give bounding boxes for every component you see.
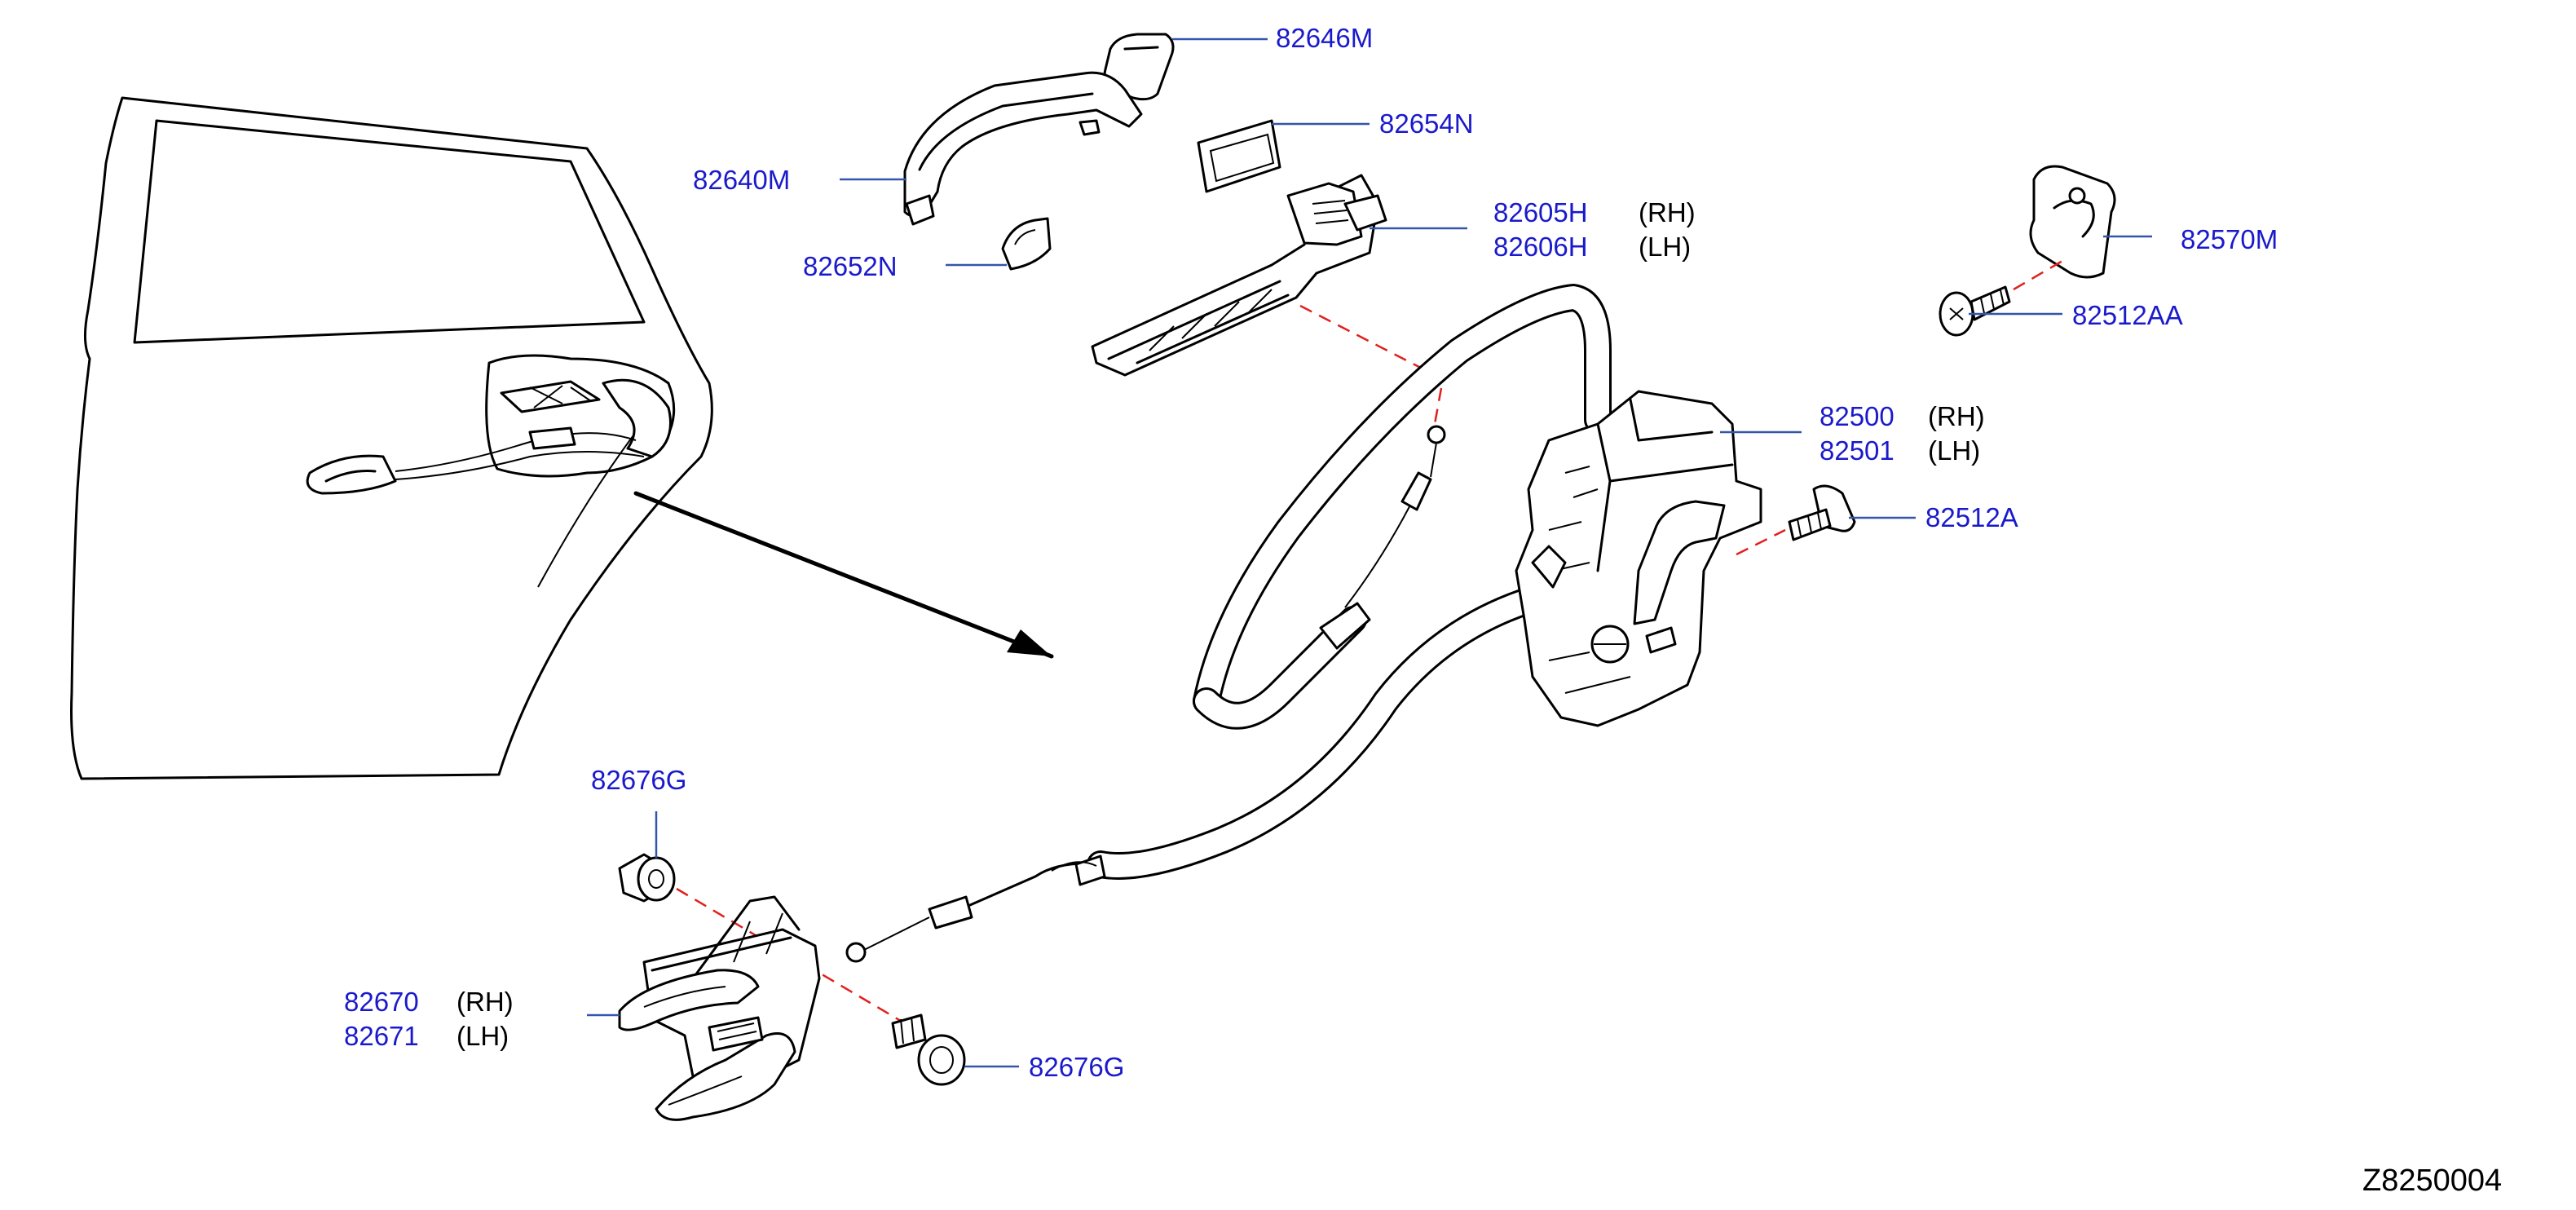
- part-label-82606H: 82606H: [1493, 232, 1588, 262]
- part-label-82570M: 82570M: [2181, 224, 2278, 254]
- part-label-82512AA: 82512AA: [2072, 300, 2183, 330]
- part-side-82605H: (RH): [1639, 197, 1696, 227]
- part-label-82676G-clip: 82676G: [591, 765, 686, 795]
- part-82670-drawing: [587, 895, 821, 1121]
- part-side-82500: (RH): [1928, 401, 1985, 431]
- cable-assembly-drawing: [845, 284, 1612, 963]
- part-label-82501: 82501: [1820, 435, 1895, 466]
- part-82512A-drawing: [1788, 484, 1916, 541]
- part-side-82606H: (LH): [1639, 232, 1691, 262]
- part-side-82671: (LH): [457, 1021, 509, 1051]
- part-82652N-drawing: [946, 217, 1052, 271]
- part-label-82500: 82500: [1820, 401, 1895, 431]
- part-82605H-drawing: [1091, 174, 1467, 425]
- part-label-82654N: 82654N: [1379, 108, 1474, 139]
- part-side-82501: (LH): [1928, 435, 1980, 466]
- part-labels: 82646M 82654N 82640M 82652N 82605H (RH) …: [344, 23, 2502, 1198]
- part-82640M-drawing: [840, 71, 1143, 226]
- door-handle-assembly-inset: [306, 354, 676, 495]
- part-side-82670: (RH): [457, 987, 514, 1017]
- part-82676G-screw-drawing: [891, 1013, 1019, 1086]
- part-label-82671: 82671: [344, 1021, 419, 1051]
- part-label-82646M: 82646M: [1276, 23, 1373, 53]
- part-label-82676G-screw: 82676G: [1029, 1052, 1124, 1082]
- part-label-82605H: 82605H: [1493, 197, 1588, 227]
- part-82570M-drawing: [2029, 165, 2152, 279]
- part-82676G-clip-drawing: [618, 811, 906, 1025]
- part-label-82652N: 82652N: [803, 251, 898, 281]
- rear-door-illustration: [70, 96, 1054, 780]
- part-82500-drawing: [1515, 390, 1802, 727]
- part-label-82670: 82670: [344, 987, 419, 1017]
- drawing-code: Z8250004: [2362, 1164, 2502, 1198]
- part-82646M-drawing: [1103, 33, 1268, 101]
- part-label-82640M: 82640M: [693, 165, 790, 195]
- part-82512AA-drawing: [1939, 259, 2063, 337]
- part-82654N-drawing: [1197, 119, 1370, 193]
- part-label-82512A: 82512A: [1925, 502, 2018, 532]
